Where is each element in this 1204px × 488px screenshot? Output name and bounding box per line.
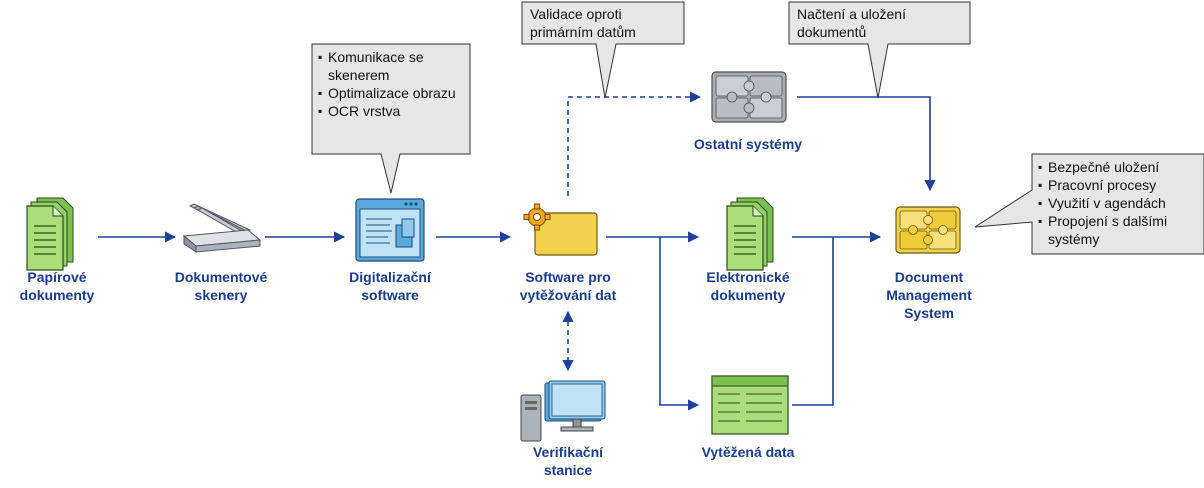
connectors	[98, 91, 936, 411]
label-digitalizacni-software: Digitalizační software	[349, 269, 431, 303]
arrow-ostatni-dms	[797, 96, 936, 192]
callout-nacteni	[788, 1, 971, 99]
label-elektronicke-dokumenty: Elektronické dokumenty	[706, 269, 790, 303]
callout-digitalizace-text: Komunikace se skenerem Optimalizace obra…	[318, 48, 468, 120]
arrow-software-ostatni	[567, 91, 702, 196]
label-dokumentove-skenery: Dokumentové skenery	[174, 269, 268, 303]
electronic-documents-icon	[726, 197, 774, 271]
other-systems-puzzle-icon	[711, 71, 787, 123]
callout-validace-text: Validace oproti primárním datům	[530, 6, 636, 40]
callout-item: OCR vrstva	[318, 102, 468, 120]
callout-item: Komunikace se skenerem	[318, 48, 468, 84]
software-window-icon	[355, 198, 425, 262]
label-ostatni-systemy: Ostatní systémy	[693, 136, 803, 152]
label-document-management-system: Document Management System	[886, 269, 972, 321]
paper-documents-icon	[26, 197, 74, 271]
callout-dms-text: Bezpečné uložení Pracovní procesy Využit…	[1038, 158, 1198, 248]
callout-item: Pracovní procesy	[1038, 176, 1198, 194]
label-papirove-dokumenty: Papírové dokumenty	[19, 269, 95, 303]
callout-item: Bezpečné uložení	[1038, 158, 1198, 176]
arrow-software-vytezena	[659, 237, 700, 411]
extracted-data-table-icon	[711, 375, 789, 435]
verification-workstation-icon	[520, 380, 606, 442]
line-vytezena-dms	[792, 237, 834, 406]
callout-item: Propojení s dalšími systémy	[1038, 212, 1198, 248]
callout-item: Využití v agendách	[1038, 194, 1198, 212]
callout-validace	[521, 1, 685, 99]
scanner-icon	[182, 203, 262, 253]
callout-nacteni-text: Načtení a uložení dokumentů	[797, 6, 906, 40]
label-verifikacni-stanice: Verifikační stanice	[532, 444, 604, 478]
callout-item: Optimalizace obrazu	[318, 84, 468, 102]
label-vytezena-data: Vytěžená data	[701, 444, 795, 460]
dms-puzzle-icon	[895, 206, 961, 254]
extraction-software-icon	[523, 203, 598, 256]
label-software-vytezovani: Software pro vytěžování dat	[519, 269, 617, 303]
